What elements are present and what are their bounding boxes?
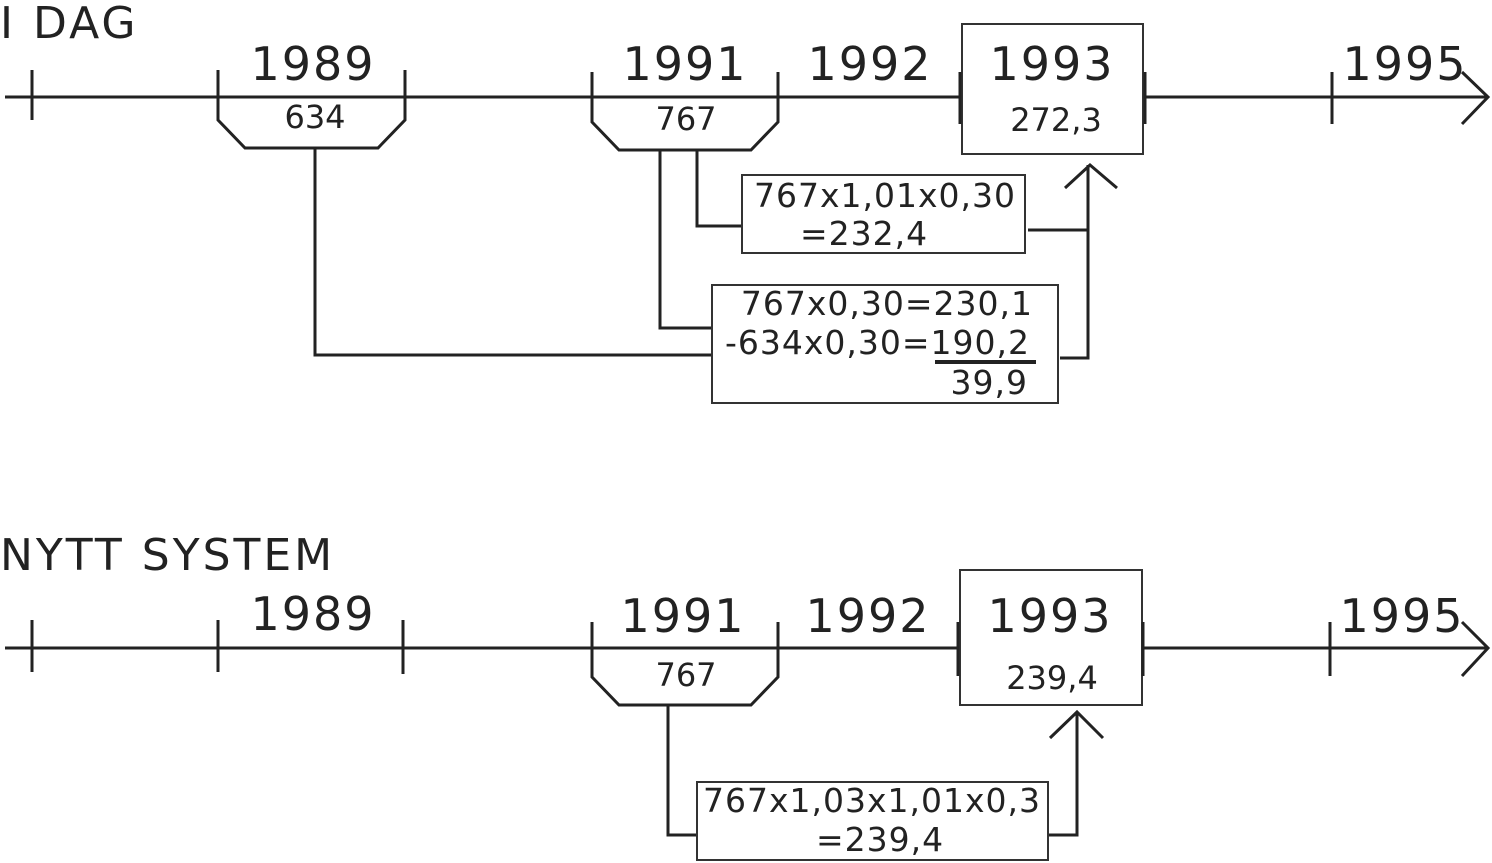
- connector-lines: [666, 705, 1079, 837]
- timeline-axis: [5, 70, 1491, 126]
- year-1995: 1995: [1342, 37, 1467, 91]
- timeline-axis: [5, 620, 1491, 678]
- year-1992: 1992: [807, 37, 932, 91]
- value-1989: 634: [284, 98, 345, 136]
- year-1993: 1993: [989, 37, 1114, 91]
- calc-2-line-2: -634x0,30=190,2: [725, 323, 1030, 362]
- value-1991: 767: [655, 100, 716, 138]
- timeline-ticks: [30, 70, 1334, 124]
- arrow-up-icon: [1048, 709, 1105, 740]
- section-title: I DAG: [0, 0, 139, 49]
- value-1991: 767: [655, 656, 716, 694]
- year-1989: 1989: [250, 37, 375, 91]
- calc-2-line-1: 767x0,30=230,1: [741, 284, 1033, 323]
- section-title: NYTT SYSTEM: [0, 530, 335, 581]
- calc-1-line-2: =239,4: [816, 820, 944, 859]
- value-1993: 272,3: [1010, 101, 1102, 139]
- year-1991: 1991: [620, 589, 745, 643]
- box-1993: [959, 569, 1143, 706]
- bracket-1991: [590, 622, 780, 707]
- current-system-section: I DAG 1989 1991 1992 1993 1995 634 767 2…: [0, 0, 1491, 404]
- bracket-1991: [590, 72, 780, 152]
- calc-2-line-3: 39,9: [951, 363, 1028, 402]
- new-system-section: NYTT SYSTEM 1989 1991 1992 1993 1995 767…: [0, 530, 1491, 861]
- arrow-up-icon: [1063, 162, 1118, 190]
- year-1992: 1992: [805, 589, 930, 643]
- timeline-ticks: [30, 620, 1332, 676]
- calc-box-2: [711, 284, 1059, 404]
- bracket-1989: [216, 70, 407, 150]
- box-1993-ticks: [956, 622, 1145, 676]
- box-1993: [961, 23, 1144, 155]
- year-1989: 1989: [250, 587, 375, 641]
- calc-1-line-1: 767x1,03x1,01x0,3: [703, 781, 1041, 820]
- calc-box-1: [696, 781, 1049, 861]
- year-1991: 1991: [622, 37, 747, 91]
- box-1993-ticks: [958, 72, 1147, 124]
- year-1993: 1993: [987, 589, 1112, 643]
- calc-box-1: [741, 174, 1026, 254]
- year-1995: 1995: [1339, 589, 1464, 643]
- calc-1-line-2: =232,4: [800, 214, 928, 253]
- calc-1-line-1: 767x1,01x0,30: [754, 176, 1016, 215]
- value-1993: 239,4: [1006, 659, 1098, 697]
- connector-lines: [313, 148, 1090, 360]
